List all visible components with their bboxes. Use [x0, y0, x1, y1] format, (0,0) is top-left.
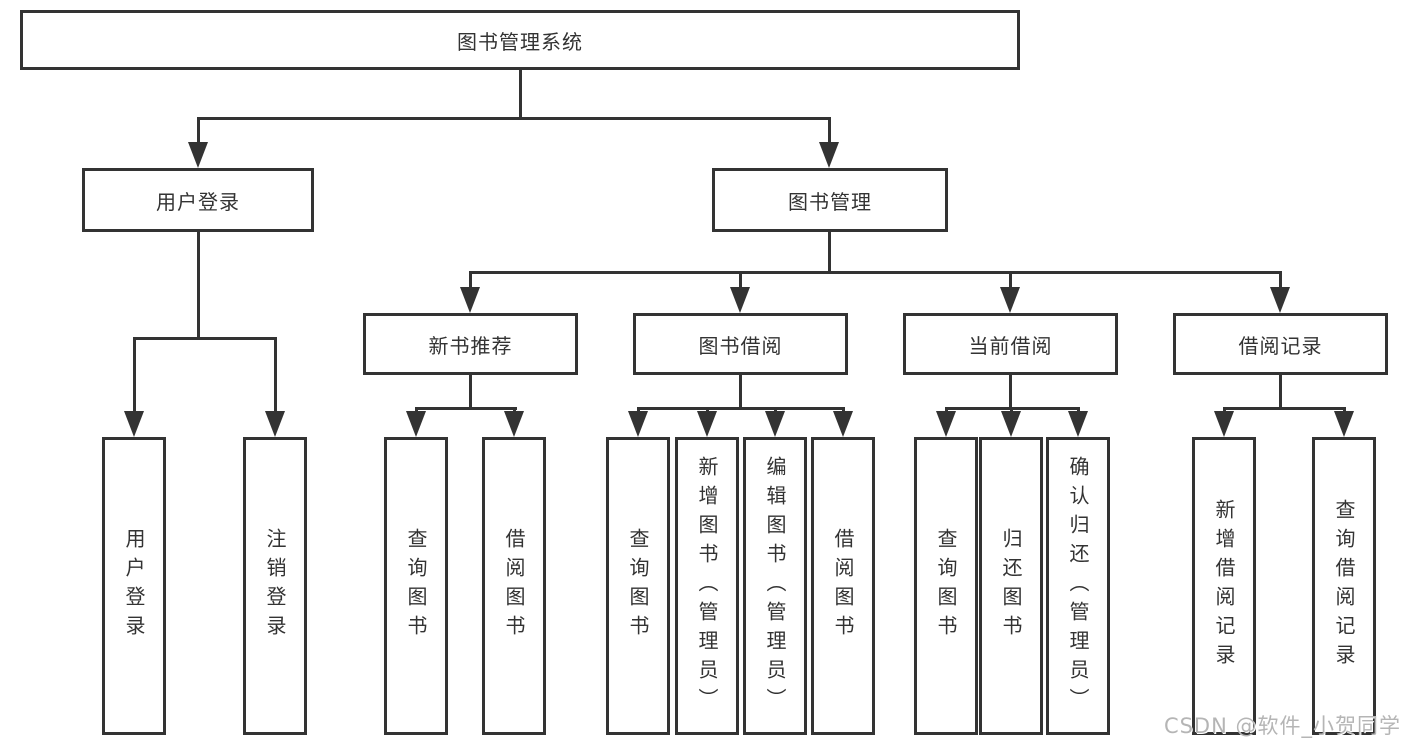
node-label: 借阅图书	[502, 528, 526, 644]
arrow-down-icon	[1334, 411, 1354, 437]
node-label: 当前借阅	[968, 333, 1053, 358]
node-label: 图书借阅	[698, 333, 783, 358]
arrow-down-icon	[1000, 287, 1020, 313]
arrow-down-icon	[406, 411, 426, 437]
node-query-books-leaf: 查询图书	[606, 437, 670, 735]
connector-section-stub	[469, 375, 472, 408]
arrow-down-icon	[936, 411, 956, 437]
node-borrowing-records: 借阅记录	[1173, 313, 1388, 375]
node-add-books-admin-leaf: 新增图书（管理员）	[675, 437, 739, 735]
connector-drop-new-book	[469, 272, 472, 289]
connector-drop-logout-leaf	[274, 338, 277, 413]
node-edit-books-admin-leaf: 编辑图书（管理员）	[743, 437, 807, 735]
arrow-down-icon	[765, 411, 785, 437]
arrow-down-icon	[124, 411, 144, 437]
connector-section-split	[1223, 407, 1346, 410]
node-label: 新增图书（管理员）	[695, 455, 719, 717]
connector-drop-book-mgmt	[828, 118, 831, 144]
arrow-down-icon	[188, 142, 208, 168]
node-borrow-books-leaf: 借阅图书	[811, 437, 875, 735]
node-label: 确认归还（管理员）	[1066, 455, 1090, 717]
connector-drop-current-borrow	[1009, 272, 1012, 289]
connector-book-mgmt-stub	[828, 232, 831, 272]
connector-section-split	[637, 407, 845, 410]
node-query-borrow-record-leaf: 查询借阅记录	[1312, 437, 1376, 735]
arrow-down-icon	[833, 411, 853, 437]
connector-drop-borrow-records	[1279, 272, 1282, 289]
node-current-borrowing: 当前借阅	[903, 313, 1118, 375]
connector-root-stub	[519, 70, 522, 118]
arrow-down-icon	[730, 287, 750, 313]
node-user-login: 用户登录	[82, 168, 314, 232]
node-label: 借阅图书	[831, 528, 855, 644]
node-query-books-leaf: 查询图书	[914, 437, 978, 735]
arrow-down-icon	[1068, 411, 1088, 437]
node-query-books-leaf: 查询图书	[384, 437, 448, 735]
node-label: 归还图书	[999, 528, 1023, 644]
node-label: 图书管理	[788, 189, 872, 214]
node-user-login-leaf: 用户登录	[102, 437, 166, 735]
connector-user-login-split	[133, 337, 277, 340]
connector-drop-user-login	[197, 118, 200, 144]
node-label: 新书推荐	[428, 333, 513, 358]
arrow-down-icon	[504, 411, 524, 437]
node-label: 新增借阅记录	[1212, 499, 1236, 673]
node-borrow-books-leaf: 借阅图书	[482, 437, 546, 735]
node-book-management: 图书管理	[712, 168, 948, 232]
node-logout-leaf: 注销登录	[243, 437, 307, 735]
node-label: 注销登录	[263, 528, 287, 644]
node-label: 借阅记录	[1238, 333, 1323, 358]
node-add-borrow-record-leaf: 新增借阅记录	[1192, 437, 1256, 735]
connector-section-split	[415, 407, 517, 410]
arrow-down-icon	[628, 411, 648, 437]
connector-root-split	[197, 117, 831, 120]
node-label: 用户登录	[122, 528, 146, 644]
node-label: 查询图书	[626, 528, 650, 644]
arrow-down-icon	[460, 287, 480, 313]
arrow-down-icon	[265, 411, 285, 437]
node-label: 图书管理系统	[457, 29, 583, 54]
node-label: 查询图书	[934, 528, 958, 644]
connector-user-login-stub	[197, 232, 200, 338]
node-label: 编辑图书（管理员）	[763, 455, 787, 717]
arrow-down-icon	[697, 411, 717, 437]
node-confirm-return-admin-leaf: 确认归还（管理员）	[1046, 437, 1110, 735]
node-label: 用户登录	[156, 189, 240, 214]
node-book-borrowing: 图书借阅	[633, 313, 848, 375]
connector-section-stub	[1009, 375, 1012, 408]
node-return-books-leaf: 归还图书	[979, 437, 1043, 735]
arrow-down-icon	[1214, 411, 1234, 437]
arrow-down-icon	[1001, 411, 1021, 437]
connector-section-stub	[739, 375, 742, 408]
connector-section-stub	[1279, 375, 1282, 408]
node-label: 查询图书	[404, 528, 428, 644]
connector-drop-login-leaf	[133, 338, 136, 413]
connector-book-mgmt-split	[469, 271, 1282, 274]
arrow-down-icon	[1270, 287, 1290, 313]
arrow-down-icon	[819, 142, 839, 168]
node-label: 查询借阅记录	[1332, 499, 1356, 673]
node-new-book-recommendation: 新书推荐	[363, 313, 578, 375]
connector-drop-book-borrow	[739, 272, 742, 289]
node-library-management-system: 图书管理系统	[20, 10, 1020, 70]
